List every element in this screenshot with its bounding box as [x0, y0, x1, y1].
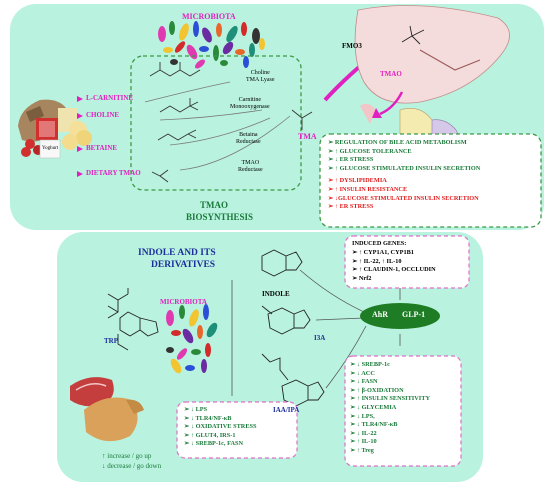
glp1-effect-item: ➢ ↑ IL-10 [350, 438, 377, 446]
enzyme-betaina-reductase: Betaina Reductase [236, 132, 261, 146]
effect-good-item: ➢ REGULATION OF BILE ACID METABOLISM [328, 139, 467, 146]
glp1-effect-item: ➢ ↑ β-OXIDATION [350, 386, 404, 394]
ahr-label: AhR [372, 310, 389, 319]
enzyme-carnitine-monooxygenase: Carnitine Monooxygenase [230, 97, 270, 111]
food-group-bottom [70, 377, 144, 442]
effect-bad-item: ➢ ↑ INSULIN RESISTANCE [328, 185, 408, 193]
induced-genes-title: INDUCED GENES: [352, 240, 407, 247]
legend-increase: ↑ increase / go up [102, 452, 152, 460]
glp1-effect-item: ➢ ↑ Treg [350, 446, 374, 454]
effect-good-item: ➢ ↑ GLUCOSE TOLERANCE [328, 147, 412, 155]
enzyme-betaina-label: Betaina Reductase [236, 132, 261, 145]
effect-bad-item: ➢ ↑ ER STRESS [328, 203, 374, 211]
tma-label: TMA [298, 132, 317, 141]
glp1-effect-item: ➢ ↑ INSULIN SENSITIVITY [350, 395, 430, 403]
iaa-effect-item: ➢ ↓ OXIDATIVE STRESS [184, 423, 257, 431]
precursor-choline: CHOLINE [86, 111, 120, 119]
legend-decrease: ↓ decrease / go down [102, 462, 162, 470]
effect-bad-item: ➢ ↓GLUCOSE STIMULATED INSULIN SECRETION [328, 194, 479, 202]
biosynthesis-title-line2: BIOSYNTHESIS [186, 212, 254, 222]
iaa-effects-list: ➢ ↓ LPS ➢ ↓ TLR4/NF-κB ➢ ↓ OXIDATIVE STR… [184, 406, 257, 449]
induced-genes-list: ➢ ↑ CYP1A1, CYP1B1 ➢ ↑ IL-22, ↑ IL-10 ➢ … [352, 249, 436, 283]
induced-gene-item: ➢ ↑ IL-22, ↑ IL-10 [352, 257, 402, 265]
precursor-l-carnitine: L-CARNITINE [86, 94, 134, 102]
trp-label: TRP [104, 337, 118, 345]
enzyme-choline-tma-lyase: Choline TMA Lyase [246, 70, 275, 84]
precursor-dietary-tmao: DIETARY TMAO [86, 169, 141, 177]
enzyme-choline-label: Choline TMA Lyase [246, 70, 275, 83]
i3a-label: I3A [314, 334, 326, 342]
induced-gene-item: ➢ Nrf2 [352, 274, 372, 282]
glp1-effect-item: ➢ ↓ GLYCEMIA [350, 403, 397, 411]
food-group-top [18, 99, 92, 159]
biosynthesis-title-line1: TMAO [200, 200, 228, 210]
effect-good-item: ➢ ↑ GLUCOSE STIMULATED INSULIN SECRETION [328, 164, 481, 172]
ahr-glp1-ellipse [360, 303, 440, 329]
enzyme-tmao-label: TMAO Reductase [238, 160, 263, 173]
precursor-betaine: BETAINE [86, 144, 117, 152]
indole-title-line1: INDOLE AND ITS [138, 248, 216, 258]
microbiota-cluster-bottom [166, 304, 218, 374]
glp1-effect-item: ➢ ↓ FASN [350, 378, 378, 386]
glp1-effect-item: ➢ ↓ IL-22 [350, 429, 377, 437]
iaa-effect-item: ➢ ↑ GLUT4, IRS-1 [184, 431, 236, 439]
iaa-effect-item: ➢ ↓ LPS [184, 406, 208, 413]
glp1-effect-item: ➢ ↓ SREBP-1c [350, 361, 390, 368]
tmao-effects-list: ➢ REGULATION OF BILE ACID METABOLISM ➢ ↑… [328, 139, 480, 212]
indole-title-line2: DERIVATIVES [151, 260, 216, 270]
enzyme-carnitine-label: Carnitine Monooxygenase [230, 97, 270, 110]
glp1-effects-list: ➢ ↓ SREBP-1c ➢ ↓ ACC ➢ ↓ FASN ➢ ↑ β-OXID… [350, 361, 430, 456]
glp1-effect-item: ➢ ↓ TLR4/NF-κB [350, 421, 398, 429]
glp1-effect-item: ➢ ↓ LPS, [350, 412, 375, 420]
induced-gene-item: ➢ ↑ CYP1A1, CYP1B1 [352, 249, 414, 256]
yoghurt-label: Yoghurt [42, 146, 59, 151]
liver-illustration [354, 5, 510, 152]
iaa-ipa-label: IAA/IPA [273, 406, 300, 414]
effect-bad-item: ➢ ↑ DYSLIPIDEMIA [328, 177, 387, 185]
effect-good-item: ➢ ↓ ER STRESS [328, 156, 374, 164]
fmo3-label: FMO3 [342, 42, 362, 50]
glp1-effect-item: ➢ ↓ ACC [350, 369, 375, 377]
enzyme-tmao-reductase: TMAO Reductase [238, 160, 263, 174]
iaa-effect-item: ➢ ↓ TLR4/NF-κB [184, 414, 232, 422]
iaa-effect-item: ➢ ↓ SREBP-1c, FASN [184, 440, 244, 448]
microbiota-cluster-top [158, 21, 265, 69]
microbiota-label-bottom: MICROBIOTA [160, 298, 207, 306]
indole-label: INDOLE [262, 290, 290, 298]
microbiota-label-top: MICROBIOTA [182, 12, 236, 21]
induced-gene-item: ➢ ↑ CLAUDIN-1, OCCLUDIN [352, 266, 436, 274]
tmao-label-liver: TMAO [380, 70, 402, 78]
glp1-label: GLP-1 [402, 310, 426, 319]
precursor-markers [77, 96, 83, 177]
